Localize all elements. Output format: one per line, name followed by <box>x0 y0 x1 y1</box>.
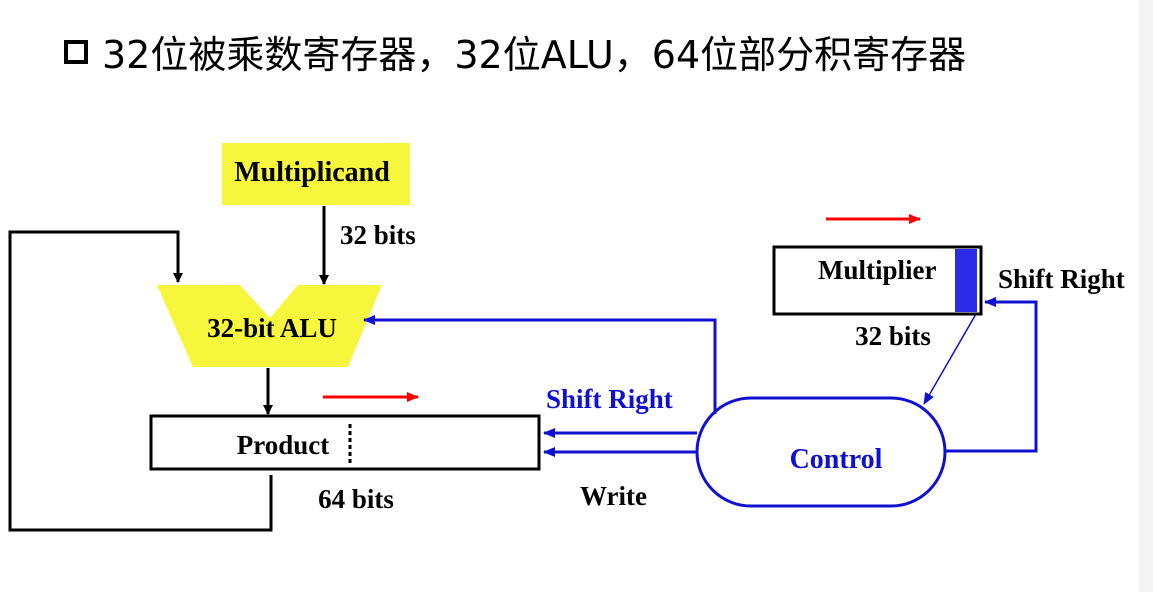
control-to-alu-path <box>363 315 717 414</box>
product-bits-label: 64 bits <box>318 484 394 514</box>
multiplicand-register <box>222 143 410 205</box>
multiplier-lsb-bar <box>955 249 977 312</box>
slide-title: 32位被乘数寄存器，32位ALU，64位部分积寄存器 <box>64 24 966 79</box>
write-label: Write <box>580 481 647 511</box>
product-register <box>149 414 541 471</box>
product-shift-label: Shift Right <box>546 384 673 414</box>
multiplier-register <box>772 245 983 316</box>
multiplier-bits-label: 32 bits <box>855 321 931 351</box>
control-label: Control <box>790 444 883 475</box>
multiplier-shift-label: Shift Right <box>998 264 1125 294</box>
control-to-multiplier-shift-path <box>945 297 1038 453</box>
alu-label: 32-bit ALU <box>207 313 337 343</box>
product-label: Product <box>237 430 330 460</box>
multiplier-label: Multiplier <box>818 255 936 285</box>
checkbox-bullet-icon <box>64 39 88 64</box>
slide-edge-strip <box>1139 0 1153 592</box>
product-feedback-path <box>8 230 273 532</box>
multiplier-to-control-arrow <box>923 313 977 405</box>
multiplicand-label: Multiplicand <box>234 157 390 188</box>
multiplicand-bits-label: 32 bits <box>340 220 416 250</box>
alu-shape <box>157 285 382 367</box>
slide-title-text: 32位被乘数寄存器，32位ALU，64位部分积寄存器 <box>102 33 967 77</box>
